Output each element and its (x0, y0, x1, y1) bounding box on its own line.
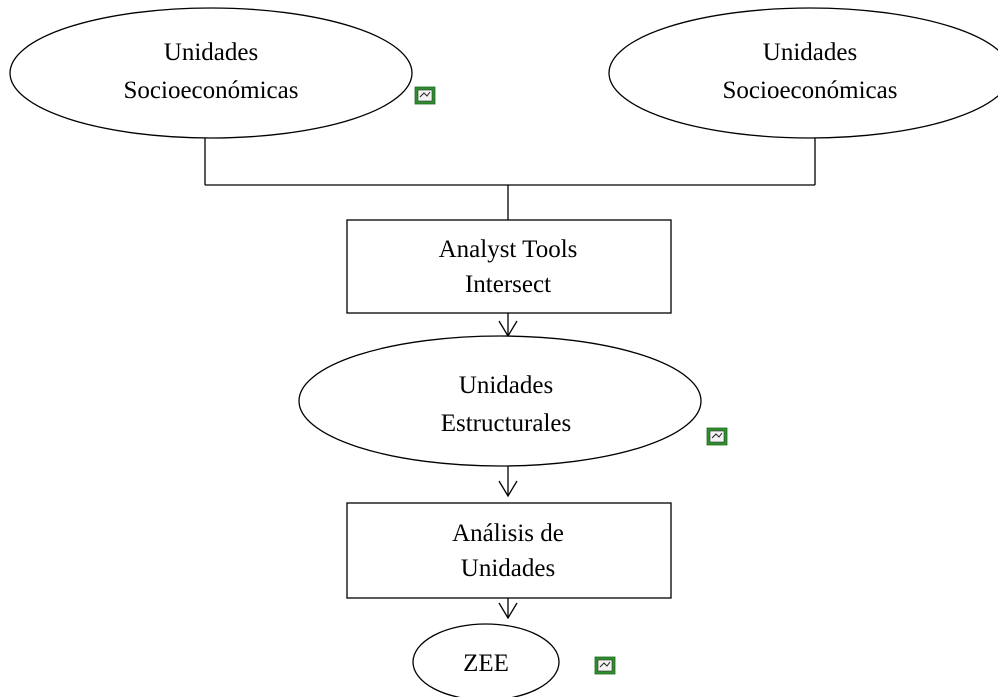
input-right-line2: Socioeconómicas (723, 77, 898, 104)
rect-intersect-tool (346, 219, 672, 314)
structural-units-line2: Estructurales (441, 410, 572, 437)
node-intersect-tool: Analyst Tools Intersect (346, 219, 672, 314)
node-units-analysis: Análisis de Unidades (346, 502, 672, 599)
node-structural-units: Unidades Estructurales (298, 335, 702, 467)
zee-label: ZEE (463, 650, 509, 677)
ellipse-input-left (9, 7, 413, 139)
units-analysis-line2: Unidades (461, 555, 555, 582)
arrow-head-analysis (498, 602, 518, 620)
ellipse-structural-units (298, 335, 702, 467)
layer-icon[interactable] (414, 86, 436, 105)
arrow-head-structural (498, 480, 518, 498)
layer-icon[interactable] (706, 427, 728, 446)
structural-units-line1: Unidades (459, 372, 553, 399)
rect-units-analysis (346, 502, 672, 599)
input-left-line2: Socioeconómicas (124, 77, 299, 104)
layer-icon[interactable] (594, 656, 616, 675)
intersect-tool-line1: Analyst Tools (439, 236, 578, 263)
input-left-line1: Unidades (164, 39, 258, 66)
node-input-right: Unidades Socioeconómicas (608, 7, 998, 139)
units-analysis-line1: Análisis de (452, 520, 564, 547)
node-zee: ZEE (412, 623, 560, 697)
intersect-tool-line2: Intersect (465, 271, 551, 298)
ellipse-zee (412, 623, 560, 697)
ellipse-input-right (608, 7, 998, 139)
input-right-line1: Unidades (763, 39, 857, 66)
node-input-left: Unidades Socioeconómicas (9, 7, 413, 139)
